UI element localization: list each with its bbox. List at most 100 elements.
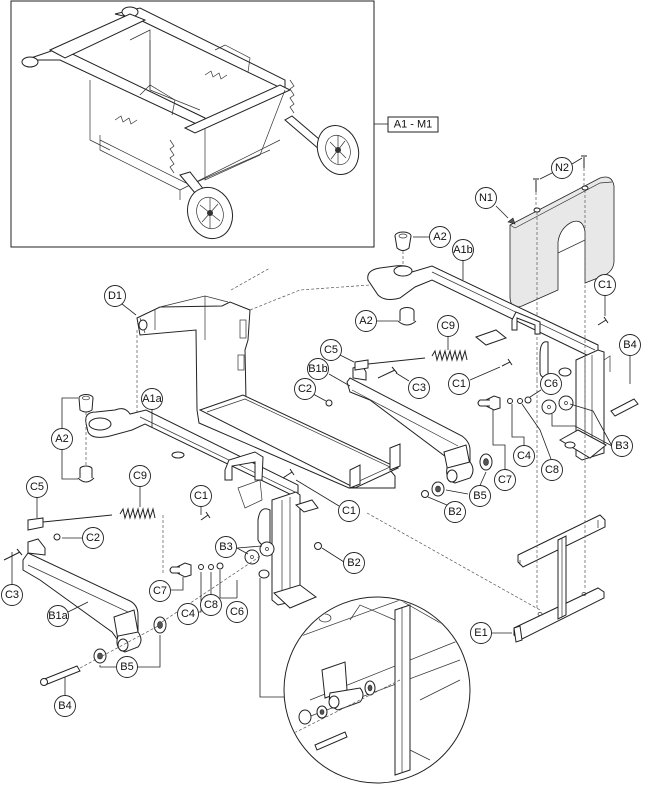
svg-text:N2: N2 (555, 162, 569, 174)
callout-C3-right: C3 (395, 372, 430, 399)
callout-C6-left: C6 (219, 570, 248, 623)
callout-C4-right: C4 (511, 404, 535, 467)
callout-B5-right: B5 (445, 471, 491, 507)
nut-c2-right (325, 399, 333, 407)
svg-text:C7: C7 (498, 474, 512, 486)
bolt-c1-lower (282, 468, 295, 479)
callout-C1-lower: C1 (295, 479, 360, 522)
bolt-b4-right (610, 398, 639, 417)
callout-B4-right: B4 (619, 334, 641, 384)
spring-rod-left (27, 507, 164, 575)
svg-text:B3: B3 (615, 440, 628, 452)
nut-b2-right (421, 490, 429, 498)
callout-C9-right: C9 (437, 315, 459, 350)
svg-text:B1b: B1b (308, 363, 328, 375)
bushing-a2-top (394, 231, 412, 266)
svg-text:C9: C9 (441, 320, 455, 332)
bushing-a2-left-bottom (77, 465, 95, 483)
svg-text:C4: C4 (517, 450, 531, 462)
callout-N2: N2 (539, 157, 583, 180)
callout-C4-left: C4 (177, 572, 202, 625)
seat-cover-plate (507, 155, 615, 380)
bearings-b5-right (431, 453, 493, 497)
svg-text:C3: C3 (5, 589, 19, 601)
svg-text:B5: B5 (120, 661, 133, 673)
callout-C1-left: C1 (190, 485, 212, 515)
hardware-left (169, 541, 322, 578)
callout-C2-left: C2 (62, 527, 104, 549)
callout-C3-left: C3 (1, 552, 23, 606)
overview-wheel-left (186, 186, 234, 240)
overview-assembly-drawing (21, 6, 360, 240)
svg-text:C8: C8 (545, 464, 559, 476)
callout-A2-top: A2 (413, 226, 451, 248)
callout-C1-right-top: C1 (594, 274, 616, 316)
callout-C2-right: C2 (294, 378, 327, 402)
rear-frame-extension (513, 514, 606, 643)
svg-text:B5: B5 (473, 490, 486, 502)
assembly-label-box (387, 116, 439, 133)
callout-N1: N1 (475, 187, 509, 219)
callout-A1a: A1a (141, 388, 163, 428)
callout-E1: E1 (470, 622, 512, 644)
anti-tip-arm-right (346, 364, 474, 484)
callout-B5-left: B5 (99, 635, 161, 678)
frame-arm-left (85, 408, 319, 609)
callout-B1b: B1b (307, 358, 351, 387)
nut-c2-left (53, 533, 61, 541)
anti-tip-arm-left (22, 538, 142, 653)
svg-text:C8: C8 (204, 599, 218, 611)
svg-text:C1: C1 (452, 378, 466, 390)
callout-C1-mid: C1 (448, 366, 501, 395)
callout-C5-right: C5 (320, 339, 355, 363)
callout-C6-right: C6 (529, 373, 562, 398)
svg-text:A2: A2 (55, 433, 68, 445)
svg-text:C9: C9 (133, 470, 147, 482)
callout-B3-left: B3 (215, 536, 263, 558)
callout-C9-left: C9 (129, 465, 151, 507)
callout-C7-left: C7 (149, 577, 184, 602)
bushing-a2-left-top (78, 394, 94, 413)
svg-text:B3: B3 (219, 541, 232, 553)
svg-text:C5: C5 (30, 481, 44, 493)
callout-C8-left: C8 (200, 572, 222, 616)
callout-C8-right: C8 (521, 403, 563, 481)
svg-text:C6: C6 (544, 378, 558, 390)
svg-text:B2: B2 (347, 557, 360, 569)
svg-text:B4: B4 (58, 700, 71, 712)
svg-text:C1: C1 (598, 279, 612, 291)
spring-rod-right (354, 349, 468, 371)
callout-B3-right: B3 (551, 403, 633, 457)
bolt-c3-left (3, 548, 23, 561)
center-frame-battery-tray (136, 267, 401, 489)
callout-B4-left: B4 (54, 677, 76, 717)
svg-text:C7: C7 (153, 585, 167, 597)
bushing-a2-mid (397, 307, 417, 326)
bolt-c1-mid (501, 358, 513, 367)
callout-A2-left: A2 (51, 397, 78, 480)
bolt-c1-right-top (597, 316, 609, 326)
svg-text:C2: C2 (298, 383, 312, 395)
svg-text:C6: C6 (230, 606, 244, 618)
svg-text:A1b: A1b (453, 244, 473, 256)
svg-text:A1a: A1a (142, 393, 162, 405)
hardware-right (477, 395, 574, 415)
svg-text:N1: N1 (479, 192, 493, 204)
bolt-c1-left (200, 511, 211, 521)
svg-text:D1: D1 (108, 290, 122, 302)
callout-C7-right: C7 (492, 410, 516, 491)
svg-text:C1: C1 (342, 505, 356, 517)
svg-text:C5: C5 (324, 344, 338, 356)
callout-A2-mid: A2 (355, 310, 398, 332)
svg-text:B1a: B1a (48, 610, 68, 622)
callout-B2-left: B2 (321, 547, 365, 574)
overview-inset: A1 - M1 (10, 0, 439, 248)
callout-B1a: B1a (47, 601, 89, 627)
svg-text:B2: B2 (448, 506, 461, 518)
overview-wheel-right (316, 125, 360, 175)
svg-text:A2: A2 (359, 315, 372, 327)
callout-C5-left: C5 (26, 476, 48, 518)
frame-arm-right (367, 265, 611, 461)
